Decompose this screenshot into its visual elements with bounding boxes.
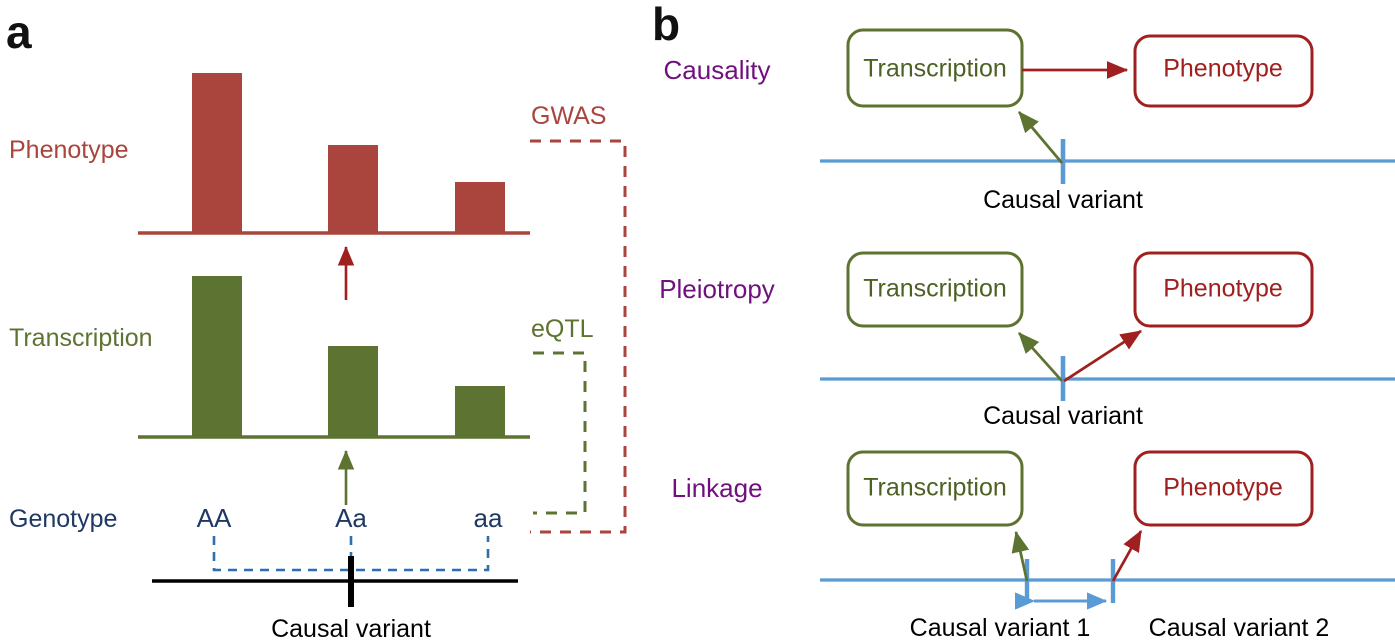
box-text-phenotype-pleiotropy: Phenotype <box>1163 275 1283 303</box>
label-phenotype: Phenotype <box>9 136 129 164</box>
caption-causal-variant-causality: Causal variant <box>983 186 1143 214</box>
label-transcription: Transcription <box>9 324 153 352</box>
caption-causal-variant-pleiotropy: Causal variant <box>983 402 1143 430</box>
arrow-pleiotropy-variant-to-transcription <box>1017 332 1064 382</box>
transcription-bar-chart <box>138 276 530 439</box>
phenotype-bar-chart <box>138 73 530 235</box>
box-text-transcription-pleiotropy: Transcription <box>863 275 1007 303</box>
row-label-linkage: Linkage <box>671 473 762 503</box>
box-text-phenotype-linkage: Phenotype <box>1163 474 1283 502</box>
bar-phenotype-AA <box>192 73 242 233</box>
eqtl-bracket <box>533 351 587 515</box>
genotype-tick-AA: AA <box>197 503 232 533</box>
panel-b-row-pleiotropy: Transcription Phenotype Pleiotropy Causa… <box>659 251 1395 430</box>
panel-b-row-linkage: Transcription Phenotype Linkage Causal v… <box>671 450 1395 642</box>
bar-phenotype-aa <box>455 182 505 233</box>
box-transcription-causality <box>846 28 1024 108</box>
genotype-tick-aa: aa <box>474 503 503 533</box>
box-transcription-pleiotropy <box>846 251 1024 328</box>
bar-transcription-AA <box>192 276 242 437</box>
bar-transcription-Aa <box>328 346 378 437</box>
panel-letter-b: b <box>652 0 680 50</box>
box-transcription-linkage <box>846 450 1024 527</box>
box-text-transcription-linkage: Transcription <box>863 474 1007 502</box>
box-phenotype-pleiotropy <box>1133 251 1314 328</box>
box-phenotype-causality <box>1133 34 1314 108</box>
arrow-pleiotropy-variant-to-phenotype <box>1063 329 1142 383</box>
bracket-label-gwas: GWAS <box>531 102 606 130</box>
row-label-causality: Causality <box>664 55 771 85</box>
bar-transcription-aa <box>455 386 505 437</box>
box-phenotype-linkage <box>1133 450 1314 527</box>
label-genotype: Genotype <box>9 505 117 533</box>
arrow-linkage-variant1-to-transcription <box>1011 530 1030 582</box>
panel-b-row-causality: Transcription Phenotype Causality Causal… <box>664 28 1395 214</box>
bracket-label-eqtl: eQTL <box>531 315 594 343</box>
box-text-transcription-causality: Transcription <box>863 55 1007 83</box>
arrow-causality-variant-to-transcription <box>1017 111 1064 164</box>
caption-causal-variant-linkage-1: Causal variant 1 <box>910 614 1091 642</box>
box-text-phenotype-causality: Phenotype <box>1163 55 1283 83</box>
bar-phenotype-Aa <box>328 145 378 233</box>
genotype-connector-lines <box>212 536 490 572</box>
genotype-tick-Aa: Aa <box>335 503 367 533</box>
arrow-linkage-variant2-to-phenotype <box>1111 530 1143 582</box>
row-label-pleiotropy: Pleiotropy <box>659 274 775 304</box>
panel-letter-a: a <box>6 6 32 58</box>
caption-causal-variant-linkage-2: Causal variant 2 <box>1149 614 1330 642</box>
gwas-bracket <box>530 139 627 534</box>
caption-causal-variant-panel-a: Causal variant <box>271 615 431 643</box>
